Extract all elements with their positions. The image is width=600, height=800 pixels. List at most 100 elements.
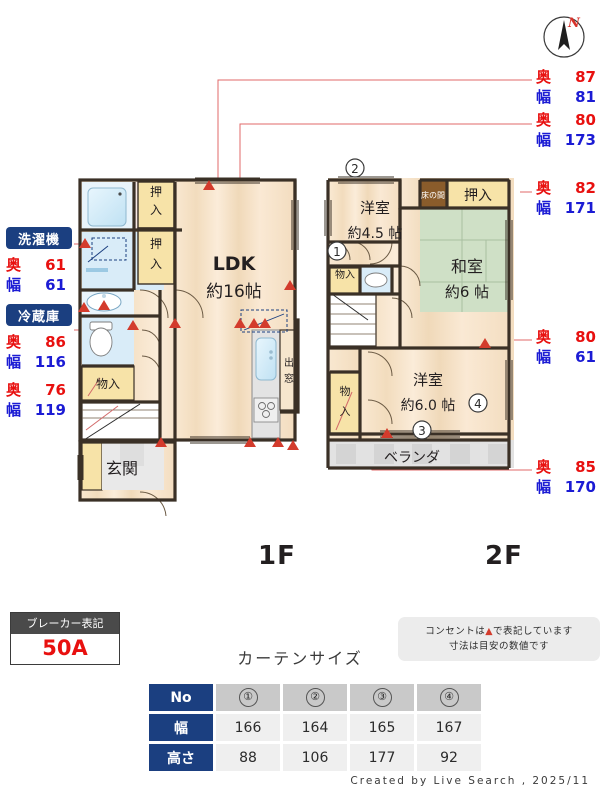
dim-value: 85 [575,458,596,476]
demado-label-1: 出 [284,356,294,369]
curtain-col-1: ① [216,684,280,711]
width-value-3: 165 [350,714,414,741]
floor-1f-group [77,177,300,517]
tokonoma-label: 床の間 [421,190,445,200]
dim-key: 奥 [536,179,552,197]
table-row-width: 幅 166 164 165 167 [149,714,481,741]
table-row-height: 高さ 88 106 177 92 [149,744,481,771]
width-value-1: 166 [216,714,280,741]
compass-north-label: N [567,16,581,31]
curtain-col-2: ② [283,684,347,711]
toilet-icon [89,327,113,357]
dim-value: 61 [45,276,66,294]
credit-text: Created by Live Search , 2025/11 [350,775,590,787]
row-header-no: No [149,684,213,711]
svg-text:1: 1 [333,245,341,259]
dim-monoire-2f-upper: 奥 80 幅 61 [536,327,596,367]
circle-number-1: ① [238,688,258,707]
dim-key: 幅 [536,131,552,149]
breaker-title: ブレーカー表記 [11,613,119,634]
ldk-label: LDK [213,253,257,275]
dim-value: 80 [575,111,596,129]
dim-key: 奥 [6,333,22,351]
curtain-col-3: ③ [350,684,414,711]
curtain-size-title: カーテンサイズ [237,649,363,668]
toilet-2f-icon [364,272,388,288]
outlet-markers-1f [78,180,299,450]
oshiire-1f-upper-label-1: 押 [150,185,162,199]
svg-text:2: 2 [351,162,359,176]
yoshitsu-45-area [330,180,400,242]
table-row-no: No ① ② ③ ④ [149,684,481,711]
height-value-1: 88 [216,744,280,771]
washitsu-label: 和室 [451,257,483,276]
label-washing-machine: 洗濯機 [6,227,72,249]
labels-1f: LDK 約16帖 押 入 押 入 物入 玄関 出 窓 [96,185,294,478]
dim-key: 奥 [6,256,22,274]
dim-oshiire-1f-upper: 奥 87 幅 81 [536,67,596,107]
stairs-2f [329,293,377,347]
dim-key: 幅 [6,353,22,371]
floor-label-1f: 1F [258,541,296,571]
legend-note-line1-pre: コンセントは [425,626,486,637]
width-value-4: 167 [417,714,481,741]
dim-value: 61 [575,348,596,366]
curtain-size-table: No ① ② ③ ④ 幅 166 164 165 167 高さ 88 106 1… [146,681,484,774]
floor-plan-drawing: LDK 約16帖 押 入 押 入 物入 玄関 出 窓 [77,158,514,517]
curtain-marker-3: 3 [412,420,432,440]
dim-value: 80 [575,328,596,346]
dim-key: 幅 [536,348,552,366]
curtain-marker-2: 2 [345,158,365,178]
washing-machine-slot [91,237,127,261]
label-refrigerator: 冷蔵庫 [6,304,72,326]
oshiire-1f-upper-label-2: 入 [150,203,162,217]
yoshitsu-45-size: 約4.5 帖 [348,226,403,242]
circle-number-4: ④ [439,688,459,707]
dim-value: 86 [45,333,66,351]
width-value-2: 164 [283,714,347,741]
washitsu-size: 約6 帖 [445,283,489,301]
monoire-2f-lower [329,371,361,435]
genkan-shoe-box [81,441,103,491]
floor-label-2f: 2F [485,541,523,571]
demado-label-2: 窓 [284,372,294,385]
circle-number-2: ② [305,688,325,707]
legend-note-line1-post: で表記しています [493,626,573,637]
breaker-box: ブレーカー表記 50A [10,612,120,665]
washitsu-tatami [420,208,509,312]
dim-value: 170 [564,478,596,496]
height-value-3: 177 [350,744,414,771]
breaker-value: 50A [42,636,88,660]
dim-value: 81 [575,88,596,106]
dim-value: 116 [34,353,66,371]
curtain-marker-1: 1 [327,241,347,261]
dim-key: 奥 [536,111,552,129]
dim-value: 87 [575,68,596,86]
kitchen-sink-icon [255,337,277,381]
circle-number-3: ③ [372,688,392,707]
yoshitsu-60-label: 洋室 [413,371,443,389]
dim-key: 幅 [536,88,552,106]
dim-key: 幅 [536,199,552,217]
bathtub-icon [87,187,127,227]
oshiire-1f-lower-label-1: 押 [150,237,162,251]
dim-key: 奥 [536,68,552,86]
compass-rose: N [538,10,590,62]
height-value-4: 92 [417,744,481,771]
outlet-markers-2f [381,338,491,438]
oshiire-2f-label: 押入 [464,188,492,204]
stove-icon [253,397,279,423]
svg-text:4: 4 [474,397,482,411]
yoshitsu-60-area [360,348,508,434]
yoshitsu-45-label: 洋室 [360,199,390,217]
row-header-width: 幅 [149,714,213,741]
dim-value: 173 [564,131,596,149]
oshiire-2f [446,179,510,209]
curtain-col-4: ④ [417,684,481,711]
monoire-1f-label: 物入 [96,377,120,391]
dim-key: 奥 [6,381,22,399]
dim-key: 奥 [536,328,552,346]
